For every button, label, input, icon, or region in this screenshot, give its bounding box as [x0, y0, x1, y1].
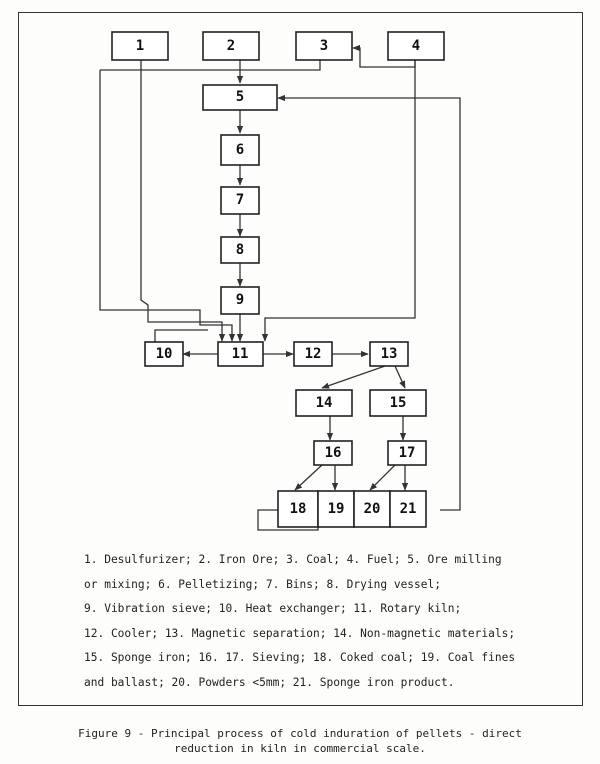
flow-1-11: [140, 60, 226, 342]
node-label: 19: [328, 501, 345, 517]
node-label: 9: [236, 292, 244, 308]
node-box-20: 20: [353, 490, 391, 528]
node-label: 7: [236, 192, 244, 208]
node-box-6: 6: [220, 134, 260, 166]
figure-caption: Figure 9 - Principal process of cold ind…: [0, 726, 600, 756]
flow-11-loop: [154, 329, 208, 342]
node-box-4: 4: [387, 31, 445, 61]
node-box-11: 11: [217, 341, 264, 367]
legend-line: or mixing; 6. Pelletizing; 7. Bins; 8. D…: [84, 577, 441, 591]
flow-13-15: [394, 365, 406, 389]
node-box-9: 9: [220, 286, 260, 315]
flow-return-5: [277, 94, 461, 511]
node-box-5: 5: [202, 84, 278, 111]
node-box-15: 15: [369, 389, 427, 417]
node-label: 6: [236, 142, 244, 158]
legend-line: 1. Desulfurizer; 2. Iron Ore; 3. Coal; 4…: [84, 553, 502, 566]
node-box-12: 12: [293, 341, 333, 367]
node-label: 17: [399, 445, 416, 461]
node-label: 5: [236, 89, 244, 105]
node-box-14: 14: [295, 389, 353, 417]
node-label: 20: [364, 501, 381, 517]
node-label: 18: [290, 501, 307, 517]
node-box-18: 18: [277, 490, 319, 528]
flow-lines: [99, 44, 461, 531]
node-box-19: 19: [317, 490, 355, 528]
flow-13-14: [321, 365, 386, 389]
node-box-13: 13: [369, 341, 409, 367]
node-label: 16: [325, 445, 342, 461]
caption-line-2: reduction in kiln in commercial scale.: [174, 742, 426, 755]
figure-frame: [18, 12, 583, 706]
process-flow-diagram: 1 2 3 4 5 6 7 8 9 10 11 12 13 14 15 16 1…: [99, 31, 461, 531]
node-label: 8: [236, 242, 244, 258]
node-label: 14: [316, 395, 333, 411]
node-label: 13: [381, 346, 398, 362]
flow-header-bus: [100, 60, 321, 71]
node-box-10: 10: [144, 341, 184, 367]
node-box-16: 16: [313, 440, 353, 466]
legend-line: 9. Vibration sieve; 10. Heat exchanger; …: [84, 602, 462, 615]
node-box-7: 7: [220, 186, 260, 215]
node-label: 4: [412, 38, 420, 54]
node-box-3: 3: [295, 31, 353, 61]
flow-4-11: [261, 60, 416, 342]
legend-line: 15. Sponge iron; 16. 17. Sieving; 18. Co…: [84, 651, 516, 664]
flow-17-20: [369, 464, 396, 491]
node-box-17: 17: [387, 440, 427, 466]
legend: 1. Desulfurizer; 2. Iron Ore; 3. Coal; 4…: [84, 548, 564, 695]
node-box-21: 21: [389, 490, 427, 528]
node-label: 10: [156, 346, 173, 362]
node-box-1: 1: [111, 31, 169, 61]
flow-16-18: [294, 464, 323, 491]
flow-bus-left: [99, 70, 236, 342]
legend-line: 12. Cooler; 13. Magnetic separation; 14.…: [84, 626, 516, 640]
node-label: 2: [227, 38, 235, 54]
node-box-2: 2: [202, 31, 260, 61]
node-label: 3: [320, 38, 328, 54]
node-label: 11: [232, 346, 249, 362]
node-label: 12: [305, 346, 322, 362]
node-label: 21: [400, 501, 417, 517]
node-label: 15: [390, 395, 407, 411]
node-box-8: 8: [220, 236, 260, 264]
caption-line-1: Figure 9 - Principal process of cold ind…: [78, 727, 522, 740]
node-label: 1: [136, 38, 144, 54]
legend-line: and ballast; 20. Powders <5mm; 21. Spong…: [84, 675, 455, 689]
